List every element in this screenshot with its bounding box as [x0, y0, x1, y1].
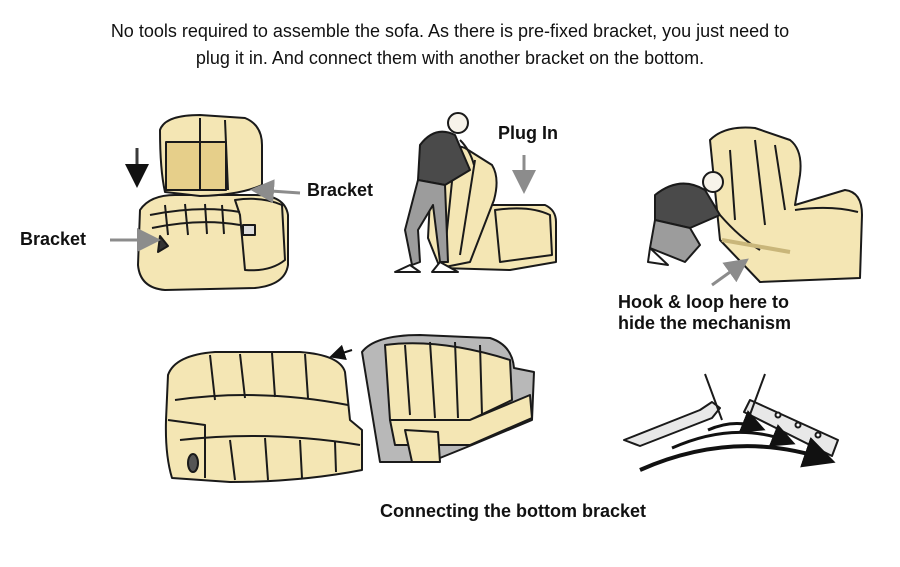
connecting-bracket-caption: Connecting the bottom bracket	[380, 501, 647, 521]
curved-arrow-small-icon	[707, 410, 766, 433]
recliner-assembly-figure	[137, 114, 289, 291]
instruction-line-1: No tools required to assemble the sofa. …	[110, 21, 790, 41]
curved-arrow-mid-icon	[671, 424, 796, 450]
sofa-connection-figure	[164, 334, 535, 483]
plug-in-figure	[394, 112, 557, 273]
bracket-label-left: Bracket	[20, 229, 87, 249]
connect-arrow-icon	[329, 344, 353, 361]
curved-arrow-large-icon	[639, 437, 836, 472]
hook-loop-figure	[647, 126, 863, 283]
plug-in-label: Plug In	[498, 123, 558, 143]
hook-loop-arrow-icon	[711, 258, 749, 287]
instruction-text: No tools required to assemble the sofa. …	[40, 18, 860, 72]
hook-loop-label-line-1: Hook & loop here to	[618, 292, 789, 312]
hook-loop-label-line-2: hide the mechanism	[618, 313, 792, 333]
instruction-line-2: plug it in. And connect them with anothe…	[195, 48, 705, 68]
arrow-to-bracket-top	[250, 179, 301, 204]
bracket-closeup-figure	[623, 373, 839, 457]
bracket-label-top: Bracket	[307, 180, 374, 200]
